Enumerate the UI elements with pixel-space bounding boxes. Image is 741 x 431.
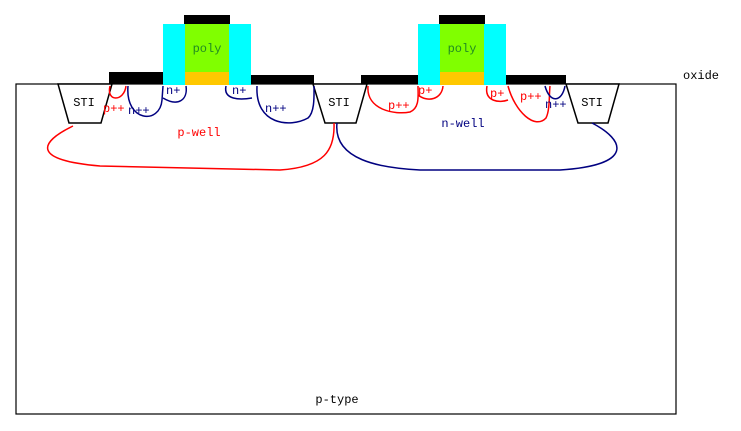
n-pp-tap-label: n++	[545, 98, 567, 112]
p-pp-tap-region	[108, 85, 127, 99]
sti-label: STI	[581, 96, 603, 110]
poly-gate	[440, 24, 484, 72]
sti-label: STI	[328, 96, 350, 110]
silicide-contact	[506, 75, 566, 84]
n-well-boundary	[336, 122, 618, 171]
n-pp-tap-region	[544, 85, 566, 100]
silicide-contact	[251, 75, 314, 84]
n-pp-right-region	[256, 85, 315, 124]
p-plus-left-region	[417, 85, 444, 100]
p-pp-left-label: p++	[388, 99, 410, 113]
sti-left	[57, 83, 113, 124]
n-pp-left-label: n++	[128, 104, 150, 118]
p-plus-left-label: p+	[418, 84, 432, 98]
n-plus-right-label: n+	[232, 84, 246, 98]
poly-gate	[185, 24, 229, 72]
substrate	[15, 83, 677, 415]
n-plus-left-region	[162, 85, 187, 103]
n-pp-left-region	[127, 85, 164, 117]
n-plus-right-region	[225, 85, 253, 100]
gate-silicide	[184, 15, 230, 24]
p-pp-tap-label: p++	[103, 102, 125, 116]
p-plus-right-region	[485, 85, 509, 103]
p-plus-right-label: p+	[490, 87, 504, 101]
gate-oxide	[185, 72, 229, 85]
p-well-boundary	[47, 122, 335, 171]
sti-label: STI	[73, 96, 95, 110]
gate-oxide	[440, 72, 484, 85]
spacer	[484, 24, 506, 85]
poly-label: poly	[448, 42, 477, 56]
n-well-label: n-well	[441, 117, 484, 131]
poly-label: poly	[193, 42, 222, 56]
p-pp-right-label: p++	[520, 90, 542, 104]
p-well-label: p-well	[177, 126, 220, 140]
silicide-contact	[361, 75, 418, 84]
n-pp-right-label: n++	[265, 102, 287, 116]
silicide-contact	[109, 72, 163, 84]
sti-right	[564, 83, 620, 124]
substrate-label: p-type	[315, 393, 358, 407]
spacer	[418, 24, 440, 85]
oxide-label: oxide	[683, 69, 719, 83]
n-plus-left-label: n+	[166, 84, 180, 98]
gate-silicide	[439, 15, 485, 24]
sti-middle	[311, 83, 368, 124]
spacer	[229, 24, 251, 85]
spacer	[163, 24, 185, 85]
